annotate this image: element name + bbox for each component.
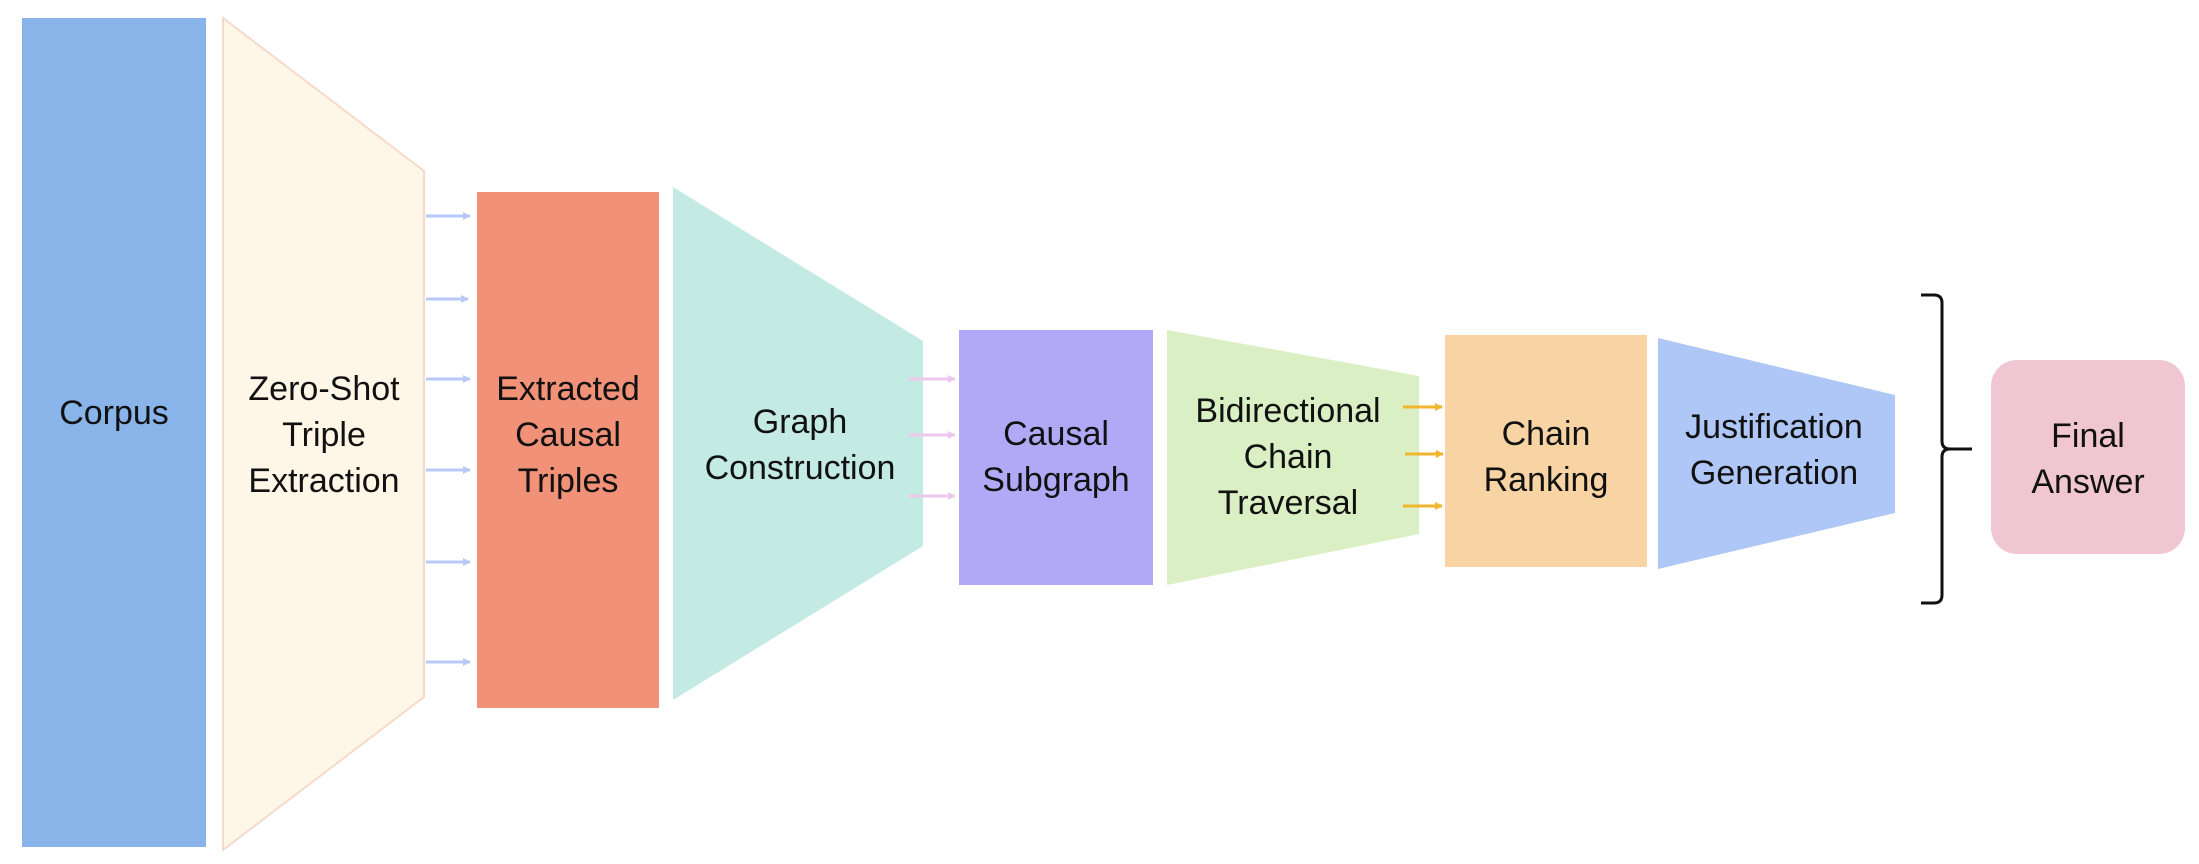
justification-generation-label: Justification Generation: [1660, 355, 1888, 545]
label-line: Final: [2051, 417, 2125, 455]
chain-ranking-block: [1445, 335, 1647, 567]
zero-shot-triple-extraction-block: [222, 15, 425, 853]
label-line: Triples: [517, 462, 619, 500]
traversal-arrows: [1403, 403, 1444, 510]
corpus-block: [22, 18, 206, 847]
label-line: Justification: [1685, 408, 1863, 446]
chain-ranking-label: Chain Ranking: [1445, 362, 1647, 552]
bidirectional-chain-traversal-label: Bidirectional Chain Traversal: [1168, 362, 1408, 552]
label-line: Answer: [2031, 463, 2145, 501]
corpus-label: Corpus: [22, 18, 206, 808]
extracted-causal-triples-block: [477, 192, 659, 708]
label-line: Zero-Shot: [248, 370, 400, 408]
justification-generation-block: [1658, 338, 1895, 569]
graph-construction-label: Graph Construction: [680, 350, 920, 540]
label-line: Subgraph: [982, 461, 1130, 499]
label-line: Causal: [515, 416, 621, 454]
label-line: Chain: [1501, 415, 1591, 453]
curly-brace: [1921, 293, 1972, 605]
label-line: Ranking: [1483, 461, 1609, 499]
label-line: Traversal: [1217, 484, 1359, 522]
bidirectional-chain-traversal-block: [1167, 330, 1419, 585]
causal-subgraph-label: Causal Subgraph: [959, 362, 1153, 552]
graph-construction-block: [673, 187, 923, 700]
extracted-causal-triples-label: Extracted Causal Triples: [477, 270, 659, 600]
label-line: Triple: [282, 416, 366, 454]
zero-shot-triple-extraction-label: Zero-Shot Triple Extraction: [226, 270, 422, 600]
label-line: Causal: [1003, 415, 1109, 453]
causal-subgraph-block: [959, 330, 1153, 585]
label-line: Corpus: [59, 394, 169, 432]
graph-arrows: [909, 375, 956, 500]
label-line: Extraction: [248, 462, 400, 500]
label-line: Extracted: [496, 370, 640, 408]
label-line: Bidirectional: [1195, 392, 1381, 430]
final-answer-block: [1991, 360, 2185, 554]
label-line: Generation: [1689, 454, 1859, 492]
label-line: Chain: [1243, 438, 1333, 476]
label-line: Graph: [752, 403, 848, 441]
extraction-arrows: [426, 212, 471, 666]
final-answer-label: Final Answer: [1991, 364, 2185, 554]
label-line: Construction: [704, 449, 896, 487]
